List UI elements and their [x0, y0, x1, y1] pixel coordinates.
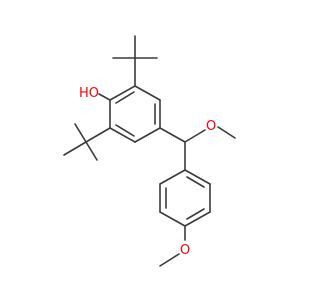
- bond: [184, 129, 206, 143]
- benzylic-oxygen-label: O: [206, 119, 216, 134]
- bond: [74, 123, 87, 143]
- double-bond-inner: [115, 91, 135, 104]
- double-bond-inner: [115, 124, 135, 137]
- bond: [159, 169, 186, 185]
- aryl-oxygen-label: O: [180, 243, 190, 258]
- phenol-ring: [109, 85, 161, 143]
- hydroxyl-label: HO: [79, 86, 99, 101]
- bond-o-methyl: [217, 126, 236, 139]
- double-bond-inner: [186, 176, 205, 188]
- bond: [184, 169, 211, 185]
- benzylic-carbon: [159, 127, 206, 171]
- bond-o-methyl: [159, 253, 180, 267]
- bond: [109, 85, 136, 101]
- anisole-ring: [159, 169, 211, 227]
- bond: [134, 85, 161, 101]
- bond: [85, 127, 111, 143]
- molecule-structure-diagram: HO O O: [63, 35, 236, 267]
- double-bond-inner: [186, 208, 205, 220]
- bond-c-oh: [98, 93, 111, 101]
- tert-butyl-lower: [63, 123, 111, 161]
- bond: [184, 211, 211, 227]
- bond: [159, 211, 186, 227]
- bond: [159, 127, 186, 143]
- bond: [63, 141, 87, 156]
- bond: [85, 141, 98, 161]
- bond: [109, 127, 136, 143]
- bond: [134, 127, 161, 143]
- tert-butyl-upper: [112, 35, 158, 87]
